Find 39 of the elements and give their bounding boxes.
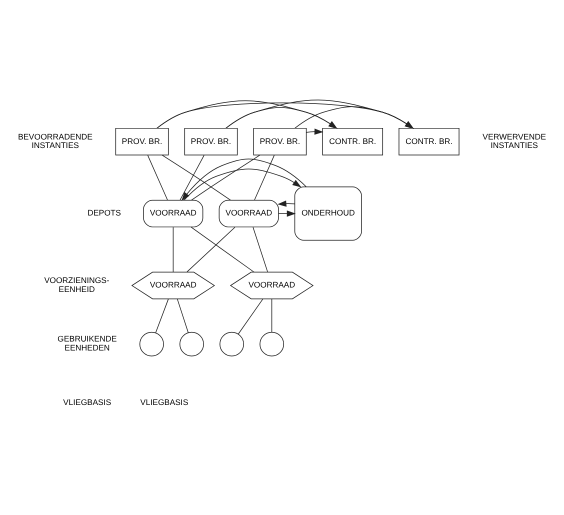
connector [238,298,264,334]
connector [271,298,272,332]
connector [176,298,189,333]
node-box: CONTR. BR. [322,127,384,155]
arrow [181,158,307,200]
node-box: VOORRAAD [218,199,279,227]
label: VOORZIENINGS- EENHEID [44,276,110,294]
node-box: ONDERHOUD [294,186,362,240]
connector [180,154,204,200]
connector [162,154,231,200]
node-box: PROV. BR. [115,127,169,155]
node-circle [220,331,244,356]
label: BEVOORRADENDE INSTANTIES [18,132,93,150]
connector [186,226,236,272]
label: VERWERVENDE INSTANTIES [482,132,546,150]
connector [252,226,268,272]
arrow [277,200,296,206]
node-circle [139,331,164,356]
node-box: PROV. BR. [253,127,307,155]
label: GEBRUIKENDE EENHEDEN [58,334,117,352]
node-box: CONTR. BR. [398,127,460,155]
arrow [184,168,302,200]
node-box: VOORRAAD [143,199,204,227]
connector [147,154,168,200]
connector [254,154,275,200]
label: DEPOTS [87,208,121,218]
node-box: PROV. BR. [184,127,238,155]
connector [190,226,254,272]
connector [155,298,169,333]
connector [191,154,260,200]
arrow [226,99,414,128]
arrow [294,106,414,128]
node-circle [260,331,284,356]
arrow [278,210,296,216]
label: VLIEGBASIS [140,397,188,406]
arrow [156,102,414,128]
node-circle [179,331,204,356]
connector [172,226,174,272]
label: VLIEGBASIS [63,397,112,406]
